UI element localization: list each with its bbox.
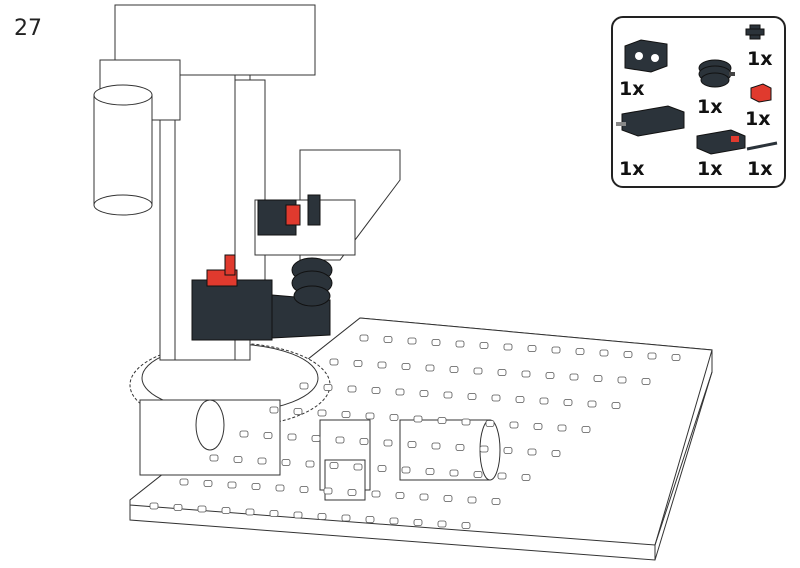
part-qty-4: 1x — [745, 108, 771, 130]
part-qty-3: 1x — [697, 96, 723, 118]
left-cylinder — [93, 94, 153, 206]
mini-motor — [191, 279, 273, 341]
small-connector-icon — [745, 24, 765, 40]
pulley-wheel-icon — [698, 59, 735, 88]
plate-studs — [149, 334, 681, 529]
plate-motor — [399, 419, 491, 481]
switch-block-icon — [696, 129, 746, 155]
step-number: 27 — [14, 16, 42, 41]
part-qty-7: 1x — [747, 158, 773, 180]
mini-motor-icon — [616, 105, 685, 137]
red-angle-block-icon — [750, 83, 772, 103]
part-qty-1: 1x — [619, 78, 645, 100]
motor-mount-block-icon — [624, 39, 668, 73]
part-qty-2: 1x — [747, 48, 773, 70]
part-qty-5: 1x — [619, 158, 645, 180]
parts-list: 1x 1x 1x 1x 1x 1x 1x — [611, 16, 786, 188]
part-qty-6: 1x — [697, 158, 723, 180]
axle-icon — [746, 141, 778, 151]
